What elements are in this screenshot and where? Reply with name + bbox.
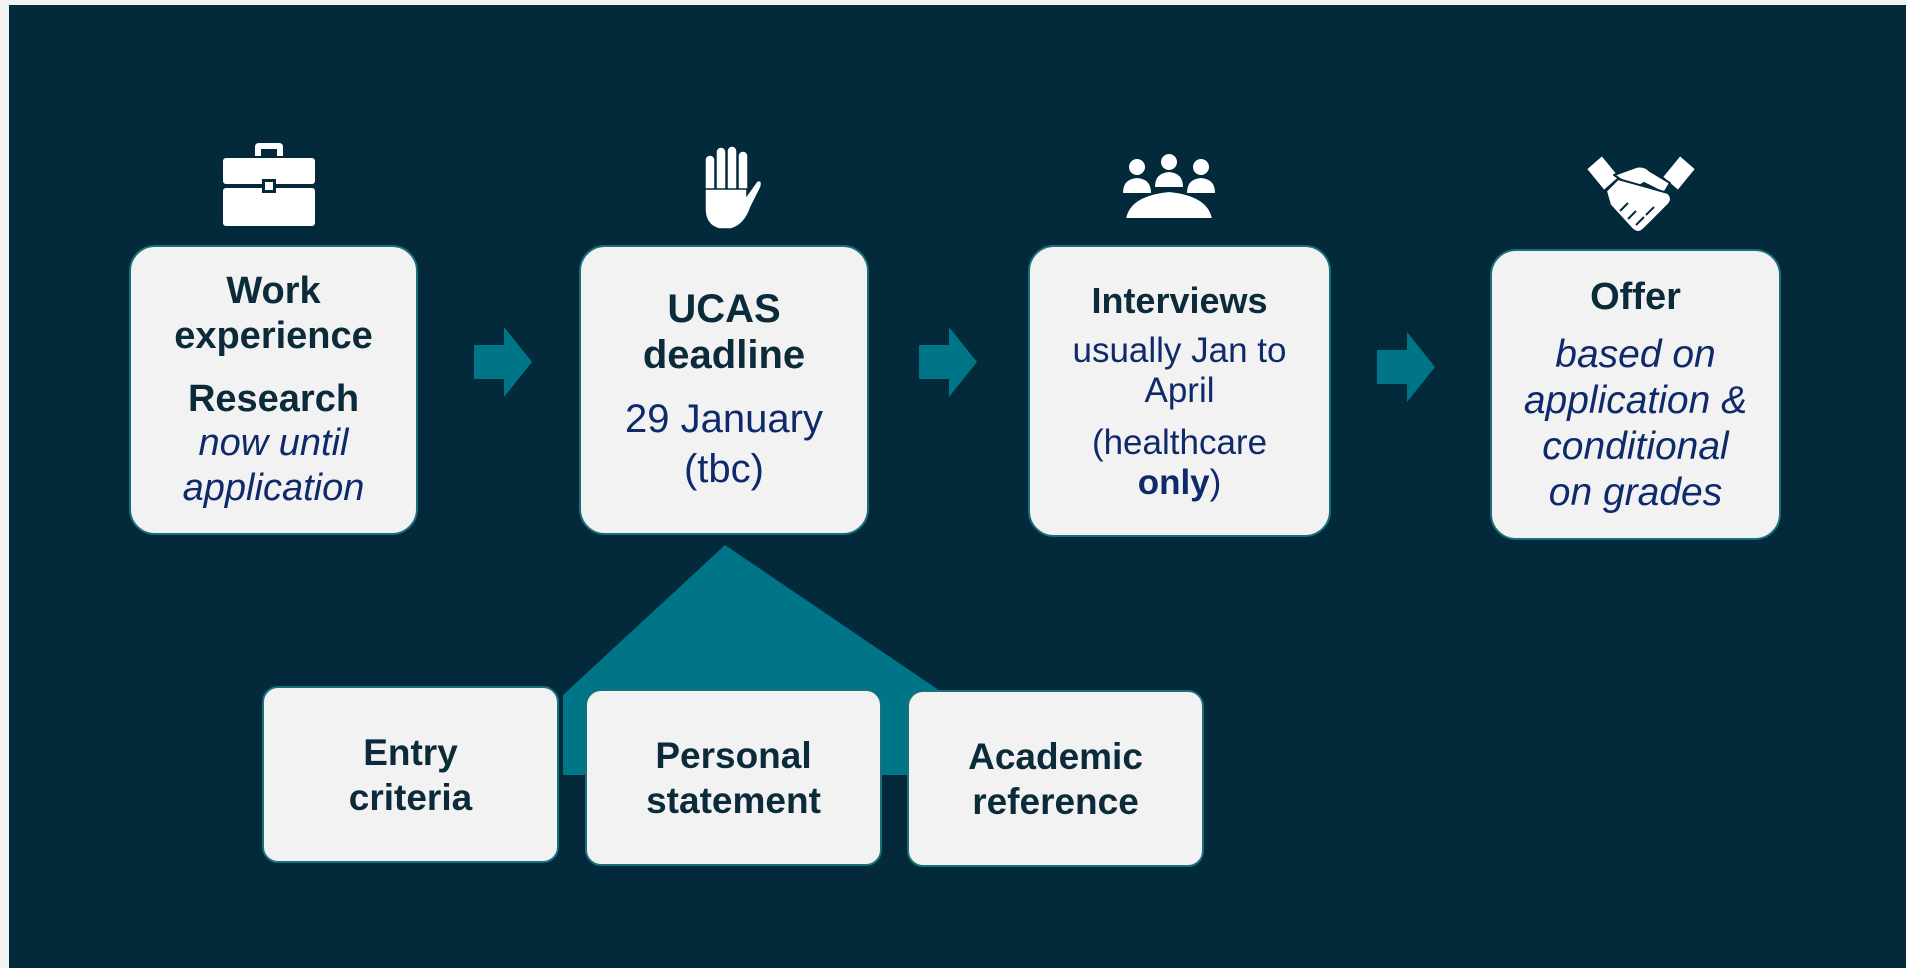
raised-hand-icon [704,145,763,230]
component-entry-criteria: Entry criteria [262,686,559,863]
work-title-line1: Work [226,270,321,312]
interviews-note-open: (healthcare [1091,423,1268,462]
work-title-line2: experience [174,315,373,357]
academic-line1: Academic [968,735,1143,777]
step-work-experience: Work experience Research now until appli… [129,245,418,535]
step-interviews: Interviews usually Jan to April (healthc… [1028,245,1331,537]
interviews-note-bold: only [1137,463,1210,502]
entry-line1: Entry [363,731,458,773]
academic-line2: reference [972,780,1139,822]
offer-note-line4: on grades [1548,470,1723,514]
component-academic-reference: Academic reference [907,690,1204,867]
personal-line1: Personal [655,734,812,776]
briefcase-icon [223,143,315,226]
entry-line2: criteria [348,776,473,818]
group-meeting-icon [1123,154,1215,220]
personal-line2: statement [646,779,821,821]
slide: Work experience Research now until appli… [9,5,1906,968]
ucas-date-line1: 29 January [625,397,823,441]
interviews-when-line2: April [1144,371,1215,410]
ucas-date-line2: (tbc) [683,447,764,491]
component-personal-statement: Personal statement [585,689,882,866]
work-note-line1: now until [198,422,349,464]
step-ucas-deadline: UCAS deadline 29 January (tbc) [579,245,869,535]
offer-note-line1: based on [1555,332,1716,376]
interviews-title: Interviews [1091,280,1268,321]
work-title-line3: Research [187,378,360,420]
ucas-title-line1: UCAS [667,287,781,331]
arrow-right-icon [474,327,532,397]
step-offer: Offer based on application & conditional… [1490,249,1781,540]
interviews-note-close: ) [1209,463,1222,502]
arrow-right-icon [1377,332,1435,402]
interviews-when-line1: usually Jan to [1072,331,1287,370]
offer-title: Offer [1590,275,1681,318]
offer-note-line2: application & [1523,378,1748,422]
work-note-line2: application [182,467,365,509]
ucas-title-line2: deadline [642,333,806,377]
arrow-right-icon [919,327,977,397]
handshake-icon [1585,154,1697,233]
offer-note-line3: conditional [1542,424,1729,468]
